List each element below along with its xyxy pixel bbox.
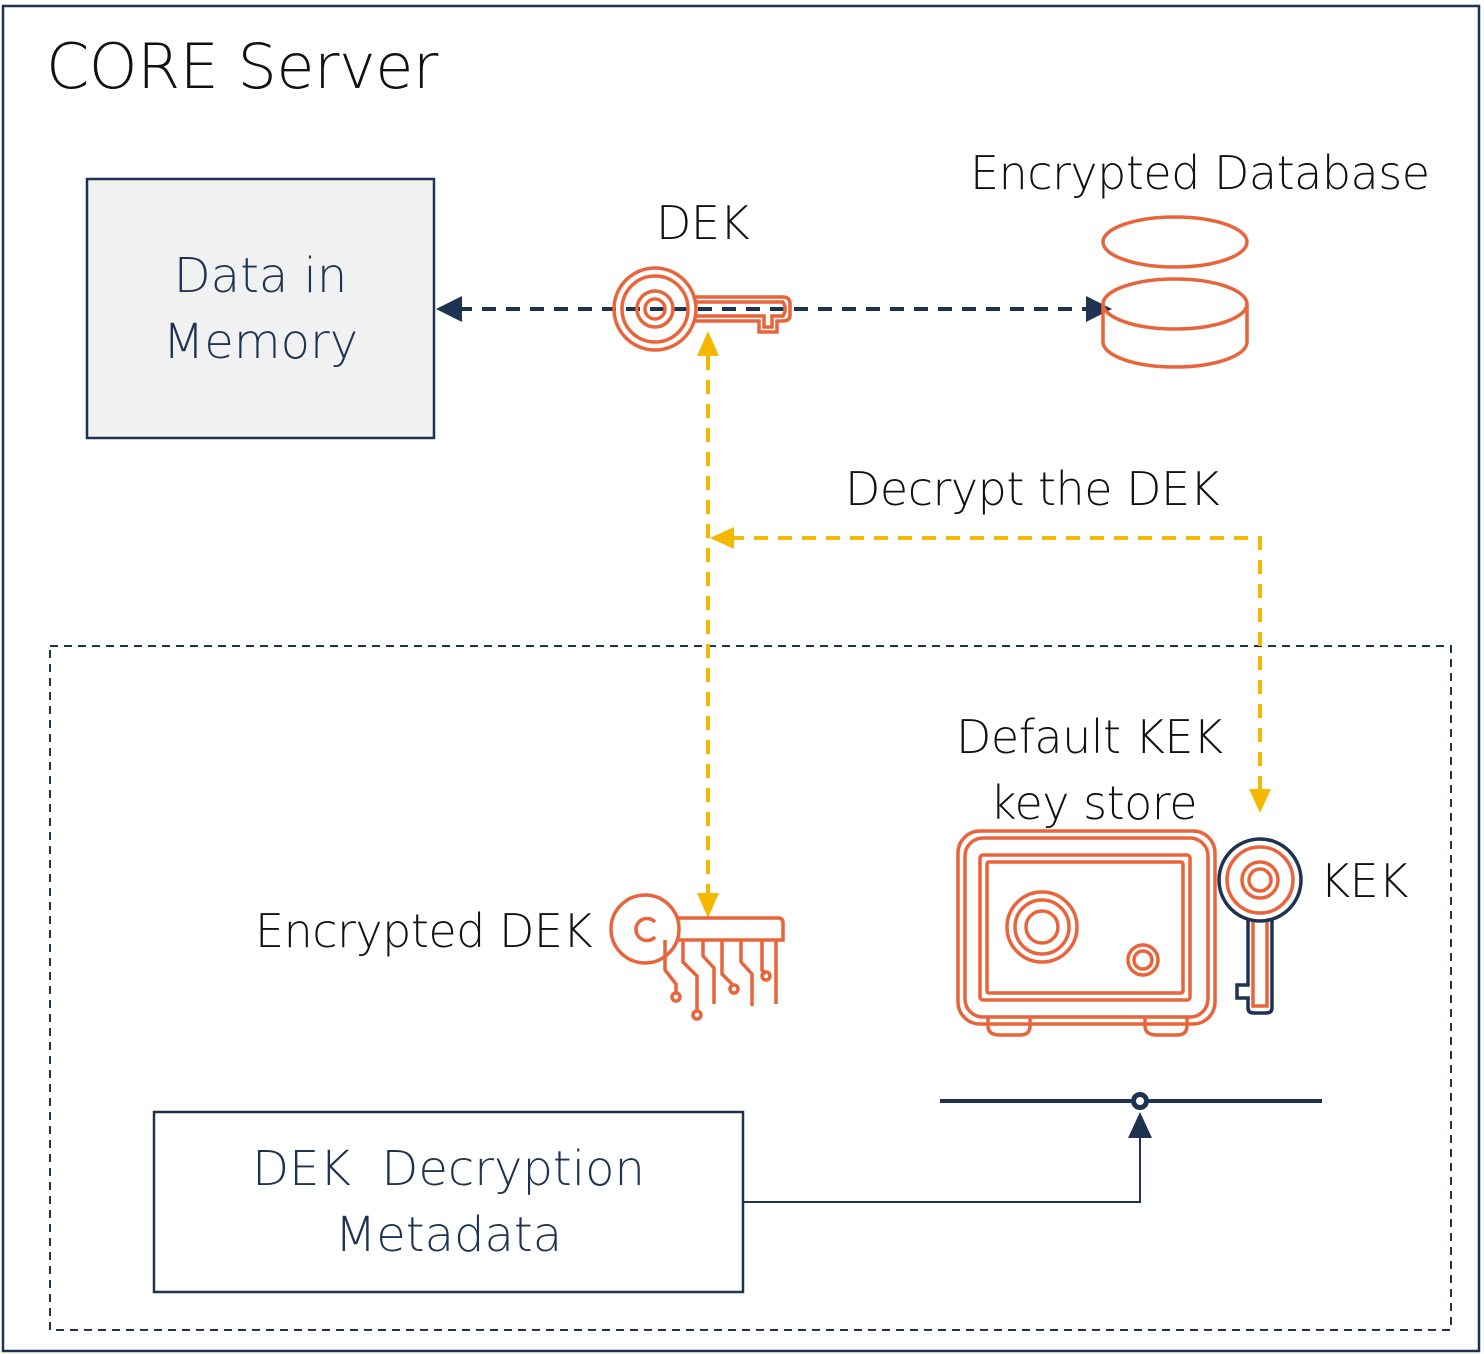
kek-key-icon [1217, 837, 1303, 1015]
metadata-connector [743, 1136, 1141, 1203]
database-icon [1101, 215, 1249, 369]
memory-box [85, 177, 436, 440]
metadata-line-2: Metadata [334, 1207, 563, 1263]
metadata-line-1: DEK Decryption [252, 1141, 645, 1197]
arrowhead-to-memory [436, 296, 462, 322]
kek-label: KEK [1320, 854, 1408, 908]
server-title: CORE Server [46, 30, 438, 103]
keystore-safe-icon [956, 829, 1217, 1037]
memory-line-1: Data in [173, 247, 348, 304]
memory-box-text: Data in Memory [87, 179, 434, 438]
arrowhead-to-dek [697, 331, 719, 356]
encrypted-dek-label: Encrypted DEK [255, 904, 593, 958]
keystore-label-line-2: key store [990, 776, 1198, 830]
metadata-box-text: DEK Decryption Metadata [154, 1112, 743, 1292]
arrowhead-to-bus [1128, 1112, 1152, 1138]
keystore-label-line-1: Default KEK [956, 710, 1223, 764]
server-frame [1, 4, 1481, 1353]
encrypted-dek-icon [609, 893, 785, 1021]
arrowhead-decrypt-left [710, 527, 734, 549]
key-management-region [49, 645, 1452, 1331]
decrypt-label: Decrypt the DEK [845, 462, 1220, 516]
dek-label: DEK [656, 196, 750, 250]
decrypt-path [732, 536, 1262, 790]
memory-line-2: Memory [162, 313, 359, 370]
arrowhead-to-encrypted-dek [697, 893, 719, 918]
dek-key-icon [612, 266, 792, 352]
arrowhead-to-database [1086, 296, 1112, 322]
database-label: Encrypted Database [970, 146, 1430, 200]
arrowhead-to-kek [1249, 789, 1271, 813]
